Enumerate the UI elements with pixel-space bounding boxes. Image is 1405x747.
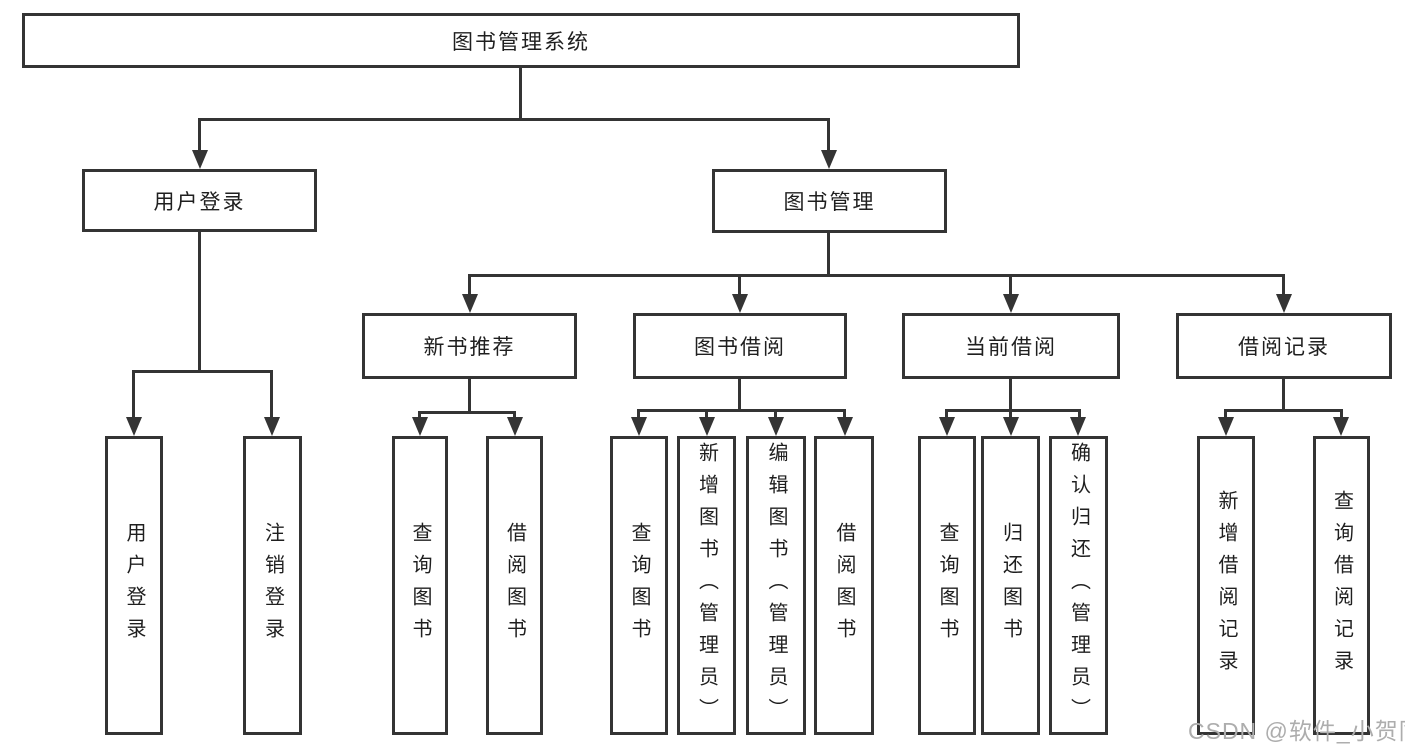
leaf-logout: 注销登录 (243, 436, 302, 735)
arrowhead-leaf-add-record-icon (1218, 417, 1234, 436)
leaf-add-book-admin: 新增图书（管理员） (677, 436, 736, 735)
connector-to-leaf-edit-book (774, 409, 777, 419)
node-current-borrow-label: 当前借阅 (965, 336, 1057, 359)
connector-to-leaf-add-record (1224, 409, 1227, 419)
connector-to-leaf-query3 (945, 409, 948, 419)
leaf-query-books-3-label: 查询图书 (936, 521, 958, 650)
leaf-logout-label: 注销登录 (261, 521, 284, 650)
leaf-borrow-books-1: 借阅图书 (486, 436, 543, 735)
node-borrow-record-label: 借阅记录 (1238, 336, 1330, 359)
node-new-book-recommend-label: 新书推荐 (423, 336, 516, 359)
leaf-query-books-1: 查询图书 (392, 436, 448, 735)
connector-book-borrow-stem (738, 379, 741, 411)
connector-book-management-stem (827, 233, 830, 274)
connector-current-borrow-stem (1009, 379, 1012, 411)
connector-user-login-rail (132, 370, 273, 373)
arrowhead-leaf-add-book-icon (699, 417, 715, 436)
csdn-watermark: CSDN @软件_小贺同学 (1188, 718, 1405, 744)
leaf-query-books-3: 查询图书 (918, 436, 976, 735)
arrowhead-book-management-icon (821, 150, 837, 169)
connector-new-book-rail (418, 411, 516, 414)
leaf-add-book-admin-label: 新增图书（管理员） (695, 441, 718, 730)
connector-to-leaf-logout (270, 370, 273, 417)
arrowhead-leaf-edit-book-icon (768, 417, 784, 436)
connector-to-leaf-confirm-return (1078, 409, 1081, 419)
connector-to-leaf-add-book (705, 409, 708, 419)
connector-user-login-stem (198, 232, 201, 373)
connector-borrow-record-rail (1224, 409, 1343, 412)
leaf-return-books-label: 归还图书 (999, 521, 1022, 650)
leaf-query-borrow-record: 查询借阅记录 (1313, 436, 1370, 735)
connector-to-new-book-recommend (468, 274, 471, 294)
leaf-query-books-2: 查询图书 (610, 436, 668, 735)
node-book-management-label: 图书管理 (783, 191, 876, 214)
connector-to-leaf-query-record (1340, 409, 1343, 419)
leaf-add-borrow-record: 新增借阅记录 (1197, 436, 1255, 735)
leaf-query-books-2-label: 查询图书 (628, 521, 650, 650)
node-current-borrow: 当前借阅 (902, 313, 1120, 379)
connector-new-book-stem (468, 379, 471, 413)
connector-current-borrow-rail (945, 409, 1081, 412)
arrowhead-new-book-recommend-icon (462, 294, 478, 313)
connector-book-management-rail (468, 274, 1285, 277)
arrowhead-leaf-borrow1-icon (507, 417, 523, 436)
connector-to-book-management (827, 118, 830, 152)
leaf-return-books: 归还图书 (981, 436, 1040, 735)
arrowhead-leaf-query-record-icon (1333, 417, 1349, 436)
connector-borrow-record-stem (1282, 379, 1285, 411)
arrowhead-leaf-query2-icon (631, 417, 647, 436)
arrowhead-book-borrow-icon (732, 294, 748, 313)
node-new-book-recommend: 新书推荐 (362, 313, 577, 379)
connector-to-leaf-user-login (132, 370, 135, 417)
connector-root-rail (198, 118, 830, 121)
connector-to-leaf-borrow2 (843, 409, 846, 419)
leaf-borrow-books-1-label: 借阅图书 (503, 521, 526, 650)
connector-to-user-login (198, 118, 201, 152)
leaf-query-borrow-record-label: 查询借阅记录 (1330, 489, 1353, 682)
connector-to-leaf-query2 (637, 409, 640, 419)
arrowhead-leaf-confirm-return-icon (1070, 417, 1086, 436)
leaf-user-login: 用户登录 (105, 436, 163, 735)
connector-book-borrow-rail (637, 409, 846, 412)
connector-to-book-borrow (738, 274, 741, 294)
node-root-label: 图书管理系统 (452, 30, 590, 54)
arrowhead-leaf-query3-icon (939, 417, 955, 436)
leaf-edit-book-admin-label: 编辑图书（管理员） (765, 441, 787, 730)
leaf-borrow-books-2: 借阅图书 (814, 436, 874, 735)
node-book-borrow: 图书借阅 (633, 313, 847, 379)
node-user-login: 用户登录 (82, 169, 317, 232)
connector-to-leaf-borrow1 (513, 411, 516, 419)
node-root: 图书管理系统 (22, 13, 1020, 68)
connector-to-current-borrow (1009, 274, 1012, 294)
arrowhead-leaf-user-login-icon (126, 417, 142, 436)
node-borrow-record: 借阅记录 (1176, 313, 1392, 379)
arrowhead-leaf-return-icon (1003, 417, 1019, 436)
arrowhead-user-login-icon (192, 150, 208, 169)
connector-to-leaf-return (1009, 409, 1012, 419)
arrowhead-current-borrow-icon (1003, 294, 1019, 313)
connector-root-stem (519, 68, 522, 118)
node-book-borrow-label: 图书借阅 (694, 336, 786, 359)
connector-to-leaf-query1 (418, 411, 421, 419)
leaf-edit-book-admin: 编辑图书（管理员） (746, 436, 806, 735)
leaf-borrow-books-2-label: 借阅图书 (833, 521, 855, 650)
leaf-user-login-label: 用户登录 (123, 521, 145, 650)
arrowhead-leaf-borrow2-icon (837, 417, 853, 436)
arrowhead-borrow-record-icon (1276, 294, 1292, 313)
leaf-add-borrow-record-label: 新增借阅记录 (1215, 489, 1237, 682)
leaf-confirm-return-admin: 确认归还（管理员） (1049, 436, 1108, 735)
node-user-login-label: 用户登录 (153, 190, 246, 214)
arrowhead-leaf-logout-icon (264, 417, 280, 436)
arrowhead-leaf-query1-icon (412, 417, 428, 436)
node-book-management: 图书管理 (712, 169, 947, 233)
leaf-confirm-return-admin-label: 确认归还（管理员） (1067, 441, 1090, 730)
connector-to-borrow-record (1282, 274, 1285, 294)
leaf-query-books-1-label: 查询图书 (409, 521, 431, 650)
